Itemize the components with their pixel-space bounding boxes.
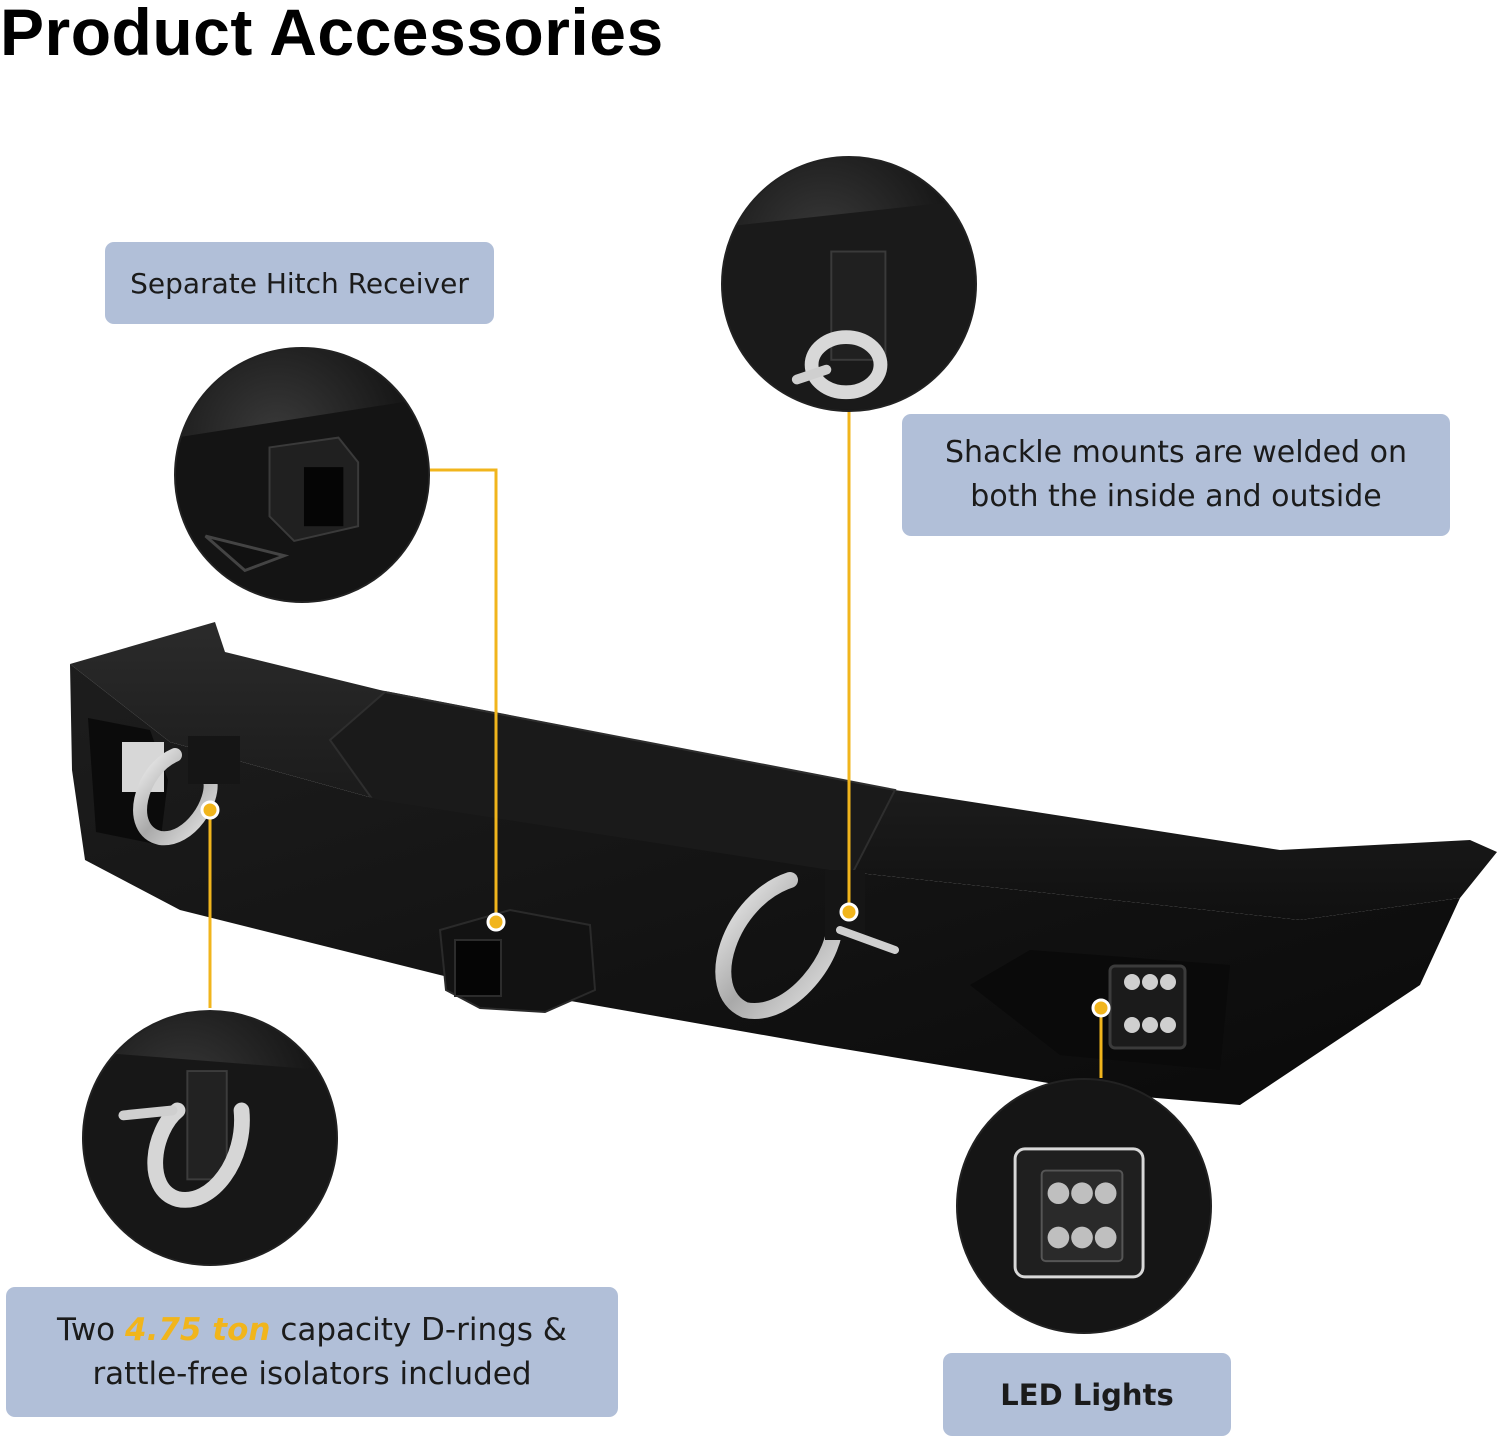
hitch-receiver-callout-text: Separate Hitch Receiver [130, 266, 469, 300]
d-rings-suffix: capacity D-rings & [270, 1312, 567, 1348]
hitch-receiver-detail-image [174, 347, 430, 603]
d-rings-capacity-highlight: 4.75 ton [125, 1312, 271, 1348]
d-rings-prefix: Two [57, 1312, 125, 1348]
shackle-callout-line2: both the inside and outside [970, 479, 1382, 514]
led-light-detail-image [956, 1078, 1212, 1334]
led-lights-callout: LED Lights [943, 1353, 1231, 1436]
shackle-mount-callout: Shackle mounts are welded on both the in… [902, 414, 1450, 536]
d-rings-callout-line1: Two 4.75 ton capacity D-rings & [57, 1308, 567, 1352]
hitch-receiver-callout: Separate Hitch Receiver [105, 242, 494, 324]
right-d-ring [715, 872, 844, 1019]
hitch-leader-line [430, 468, 498, 920]
connector-dots [200, 800, 1111, 1018]
d-ring-detail-image [82, 1010, 338, 1266]
d-rings-callout-line2: rattle-free isolators included [92, 1356, 532, 1392]
d-rings-callout: Two 4.75 ton capacity D-rings & rattle-f… [6, 1287, 618, 1417]
shackle-mount-detail-image [721, 156, 977, 412]
led-lights-callout-text: LED Lights [1000, 1377, 1174, 1412]
page-title: Product Accessories [0, 0, 664, 69]
leader-lines [208, 410, 1103, 1078]
shackle-callout-line1: Shackle mounts are welded on [945, 435, 1407, 470]
